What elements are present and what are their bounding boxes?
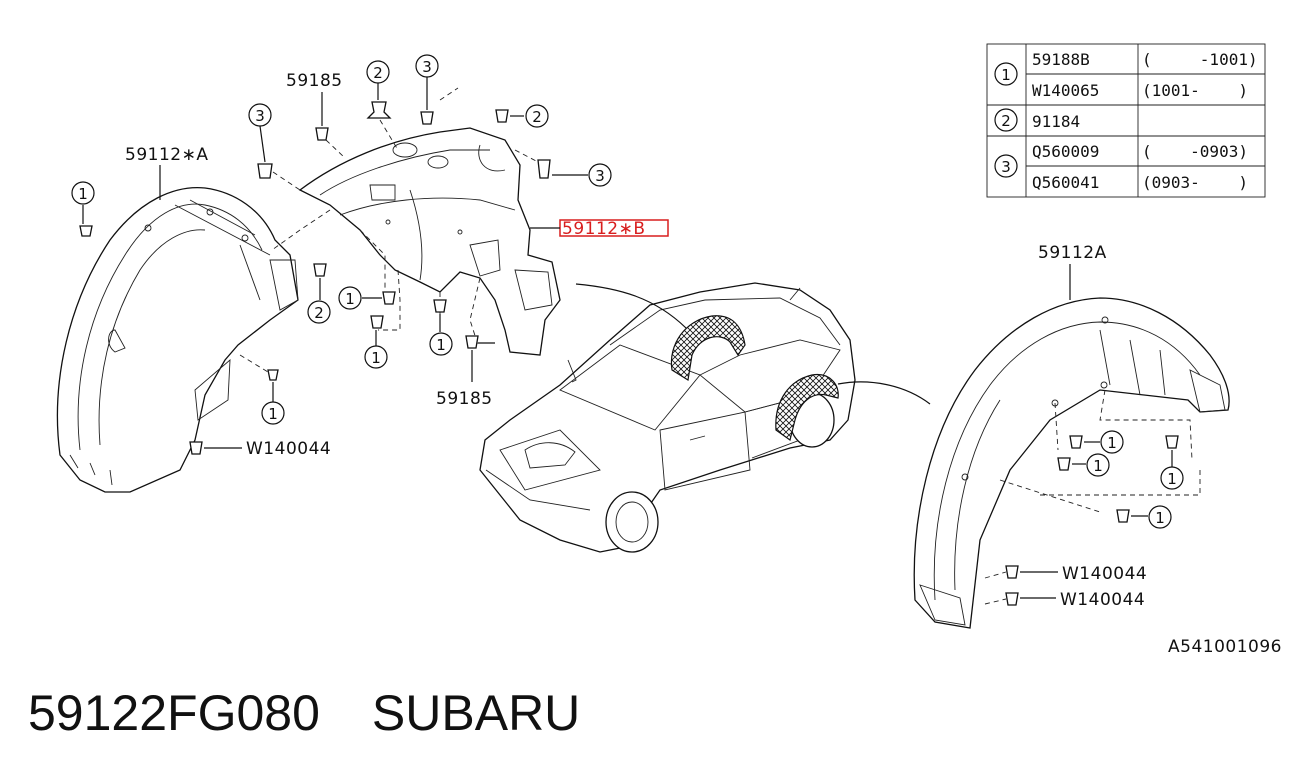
callout-1-middle-left: 1 (338, 286, 362, 310)
svg-text:2: 2 (532, 108, 542, 126)
label-rear-liner: 59112A (1038, 243, 1107, 263)
table-part-q560009: Q560009 (1032, 142, 1099, 161)
table-part-59188b: 59188B (1032, 50, 1090, 69)
label-bolt-right-1: W140044 (1062, 564, 1147, 584)
part-number: 59122FG080 (28, 685, 320, 741)
clip-icon (433, 299, 447, 313)
rear-liner (913, 297, 1230, 629)
callout-3-left: 3 (248, 103, 272, 127)
svg-text:3: 3 (595, 167, 605, 185)
callout-1-middle-bottom: 1 (364, 345, 388, 369)
clip-icon (1116, 509, 1130, 523)
bolt-icon (189, 441, 203, 455)
screw-icon (420, 111, 434, 125)
brand-name: SUBARU (371, 685, 581, 741)
highlighted-part-label[interactable]: 59112∗B (559, 219, 669, 239)
svg-text:1: 1 (78, 185, 88, 203)
table-part-w140065: W140065 (1032, 81, 1099, 100)
label-clip-bottom: 59185 (436, 389, 493, 409)
svg-text:1: 1 (345, 290, 355, 308)
table-callout-2: 2 (994, 108, 1018, 132)
callout-2-top-left: 2 (366, 60, 390, 84)
svg-text:1: 1 (1155, 509, 1165, 527)
table-callout-3: 3 (994, 154, 1018, 178)
svg-text:3: 3 (255, 107, 265, 125)
car-illustration (479, 282, 856, 553)
svg-text:1: 1 (1093, 457, 1103, 475)
push-clip-icon (495, 109, 509, 123)
clip-icon (79, 225, 93, 237)
label-bolt-right-2: W140044 (1060, 590, 1145, 610)
svg-text:1: 1 (1001, 66, 1011, 84)
screw-icon (537, 159, 551, 179)
clip-icon (1069, 435, 1083, 449)
callout-2-middle: 2 (307, 300, 331, 324)
push-clip-icon (366, 101, 392, 119)
front-liner-a (56, 186, 299, 493)
parts-table: 1 2 3 59188B ( -1001) W140065 (1001- ) 9… (986, 43, 1266, 198)
table-part-91184: 91184 (1032, 112, 1080, 131)
table-part-q560041: Q560041 (1032, 173, 1099, 192)
callout-2-top-right: 2 (525, 104, 549, 128)
bolt-icon (1005, 565, 1019, 579)
clip-icon (382, 291, 396, 305)
table-range-row2: (1001- ) (1142, 81, 1248, 100)
table-range-row5: (0903- ) (1142, 173, 1248, 192)
table-range-row4: ( -0903) (1142, 142, 1248, 161)
label-clip-top: 59185 (286, 71, 343, 91)
svg-text:2: 2 (314, 304, 324, 322)
svg-text:1: 1 (268, 405, 278, 423)
svg-text:3: 3 (1001, 158, 1011, 176)
rear-liner-highlight (775, 373, 839, 442)
callout-1-left-top: 1 (71, 181, 95, 205)
svg-text:1: 1 (1107, 434, 1117, 452)
callout-1-rear-a: 1 (1100, 430, 1124, 454)
callout-1-rear-c: 1 (1160, 466, 1184, 490)
svg-text:59112∗B: 59112∗B (562, 219, 646, 239)
callout-1-rear-b: 1 (1086, 453, 1110, 477)
callout-3-right: 3 (588, 163, 612, 187)
front-liner-b (298, 127, 561, 356)
callout-1-middle-right: 1 (429, 332, 453, 356)
push-clip-icon (313, 263, 327, 277)
table-range-row1: ( -1001) (1142, 50, 1258, 69)
svg-text:1: 1 (1167, 470, 1177, 488)
callout-3-top-middle: 3 (415, 54, 439, 78)
clip-icon (1165, 435, 1179, 449)
svg-text:1: 1 (371, 349, 381, 367)
clip-icon (1057, 457, 1071, 471)
callout-1-rear-d: 1 (1148, 505, 1172, 529)
screw-icon (257, 163, 273, 179)
footer-title: 59122FG080 SUBARU (28, 684, 580, 742)
svg-text:1: 1 (436, 336, 446, 354)
clip-icon (370, 315, 384, 329)
table-callout-1: 1 (994, 62, 1018, 86)
label-bolt-left: W140044 (246, 439, 331, 459)
front-liner-highlight (670, 315, 746, 381)
clip-icon (465, 335, 479, 349)
bolt-icon (1005, 592, 1019, 606)
clip-icon (267, 369, 279, 381)
svg-text:2: 2 (1001, 112, 1011, 130)
callout-1-left-bottom: 1 (261, 401, 285, 425)
label-front-liner-a: 59112∗A (125, 145, 208, 165)
diagram-code: A541001096 (1168, 637, 1282, 657)
svg-text:3: 3 (422, 58, 432, 76)
svg-text:2: 2 (373, 64, 383, 82)
clip-icon (315, 127, 329, 141)
